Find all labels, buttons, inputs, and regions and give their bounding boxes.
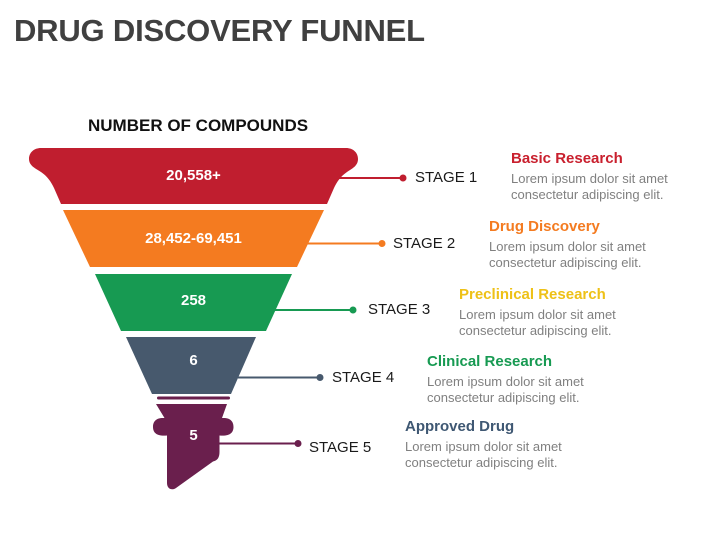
info-description-stage-1: Lorem ipsum dolor sit amet consectetur a… xyxy=(511,171,668,202)
info-description-stage-4: Lorem ipsum dolor sit amet consectetur a… xyxy=(427,374,584,405)
funnel-value-stage-3: 258 xyxy=(180,292,207,309)
funnel-spout-rim xyxy=(157,396,230,400)
funnel-segment-stage-4 xyxy=(126,337,256,394)
funnel-value-stage-2: 28,452-69,451 xyxy=(145,230,242,247)
info-block-stage-3: Preclinical Research Lorem ipsum dolor s… xyxy=(459,286,644,338)
info-description-stage-5: Lorem ipsum dolor sit amet consectetur a… xyxy=(405,439,562,470)
info-description-stage-3: Lorem ipsum dolor sit amet consectetur a… xyxy=(459,307,616,338)
connector-dot-stage-4 xyxy=(316,374,324,381)
info-description-stage-2: Lorem ipsum dolor sit amet consectetur a… xyxy=(489,239,646,270)
info-heading-stage-4: Clinical Research xyxy=(427,353,553,370)
connector-dot-stage-3 xyxy=(349,306,357,314)
funnel-axis-label: NUMBER OF COMPOUNDS xyxy=(88,116,309,135)
info-block-stage-5: Approved Drug Lorem ipsum dolor sit amet… xyxy=(405,418,590,470)
funnel-value-stage-4: 6 xyxy=(189,352,198,369)
info-heading-stage-3: Preclinical Research xyxy=(459,286,606,303)
stage-label-4: STAGE 4 xyxy=(332,369,395,386)
info-heading-stage-1: Basic Research xyxy=(511,150,623,167)
stage-label-5: STAGE 5 xyxy=(309,439,372,456)
stage-label-1: STAGE 1 xyxy=(415,169,478,186)
info-block-stage-2: Drug Discovery Lorem ipsum dolor sit ame… xyxy=(489,218,674,270)
funnel-segment-stage-3 xyxy=(95,274,292,331)
funnel-value-stage-5: 5 xyxy=(189,427,198,444)
funnel-segment-stage-5 xyxy=(153,404,234,490)
funnel-value-stage-1: 20,558+ xyxy=(166,167,221,184)
info-heading-stage-2: Drug Discovery xyxy=(489,218,600,235)
page-title: DRUG DISCOVERY FUNNEL xyxy=(14,13,425,48)
stage-label-2: STAGE 2 xyxy=(393,235,456,252)
connector-dot-stage-1 xyxy=(399,174,407,182)
funnel-segment-stage-2 xyxy=(63,210,324,267)
info-heading-stage-5: Approved Drug xyxy=(405,418,515,435)
info-block-stage-4: Clinical Research Lorem ipsum dolor sit … xyxy=(427,353,612,405)
funnel-segment-stage-1 xyxy=(29,148,358,204)
info-block-stage-1: Basic Research Lorem ipsum dolor sit ame… xyxy=(511,150,696,202)
connector-dot-stage-5 xyxy=(294,440,302,447)
connector-dot-stage-2 xyxy=(378,240,386,247)
stage-label-3: STAGE 3 xyxy=(368,301,431,318)
